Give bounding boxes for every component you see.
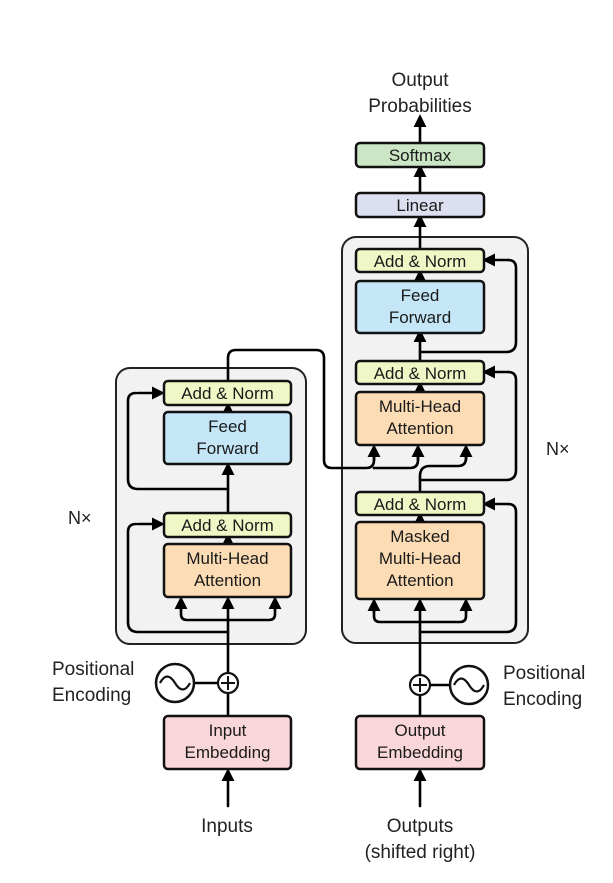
decoder-linear-label: Linear bbox=[396, 196, 444, 215]
encoder-add-norm-bottom: Add & Norm bbox=[162, 511, 293, 539]
decoder-linear: Linear bbox=[354, 191, 486, 219]
encoder-connections bbox=[126, 348, 425, 808]
decoder-positional-encoding: Positional Encoding bbox=[408, 663, 585, 710]
decoder-masked-line3: Attention bbox=[386, 571, 453, 590]
decoder-add-norm-mid: Add & Norm bbox=[354, 359, 486, 386]
encoder-positional-encoding: Positional Encoding bbox=[52, 659, 240, 706]
encoder-positional-line1: Positional bbox=[52, 659, 134, 680]
decoder-feed-forward-line1: Feed bbox=[401, 286, 440, 305]
decoder-add-norm-bottom-label: Add & Norm bbox=[374, 495, 467, 514]
decoder-input-line1: Outputs bbox=[387, 816, 454, 837]
decoder-multi-head-attention: Multi-Head Attention bbox=[354, 390, 486, 447]
decoder-connections bbox=[367, 114, 518, 808]
decoder-feed-forward: Feed Forward bbox=[354, 279, 486, 335]
decoder-embedding-line2: Embedding bbox=[377, 743, 463, 762]
decoder-softmax-label: Softmax bbox=[389, 146, 452, 165]
encoder-positional-line2: Encoding bbox=[52, 685, 131, 706]
decoder-positional-line1: Positional bbox=[503, 663, 585, 684]
output-probabilities-line1: Output bbox=[391, 70, 449, 91]
encoder-feed-forward: Feed Forward bbox=[162, 410, 293, 466]
decoder-masked-multi-head-attention: Masked Multi-Head Attention bbox=[354, 520, 486, 601]
encoder-add-norm-top: Add & Norm bbox=[162, 379, 293, 407]
decoder-repeat-label: N× bbox=[546, 439, 570, 459]
decoder-output-embedding: Output Embedding bbox=[354, 714, 486, 771]
decoder-masked-line2: Multi-Head bbox=[379, 549, 461, 568]
decoder-embedding-line1: Output bbox=[394, 721, 445, 740]
decoder-add-norm-top: Add & Norm bbox=[354, 247, 486, 274]
encoder-embedding-line2: Embedding bbox=[184, 743, 270, 762]
encoder-input-label: Inputs bbox=[201, 816, 253, 837]
decoder-mha-line1: Multi-Head bbox=[379, 397, 461, 416]
encoder-add-norm-bottom-label: Add & Norm bbox=[181, 516, 274, 535]
decoder-mha-line2: Attention bbox=[386, 419, 453, 438]
decoder-positional-line2: Encoding bbox=[503, 689, 582, 710]
decoder-input-line2: (shifted right) bbox=[365, 842, 476, 863]
encoder-feed-forward-line1: Feed bbox=[208, 417, 247, 436]
decoder-feed-forward-line2: Forward bbox=[389, 308, 451, 327]
output-probabilities-line2: Probabilities bbox=[368, 96, 472, 117]
decoder-add-norm-bottom: Add & Norm bbox=[354, 490, 486, 517]
encoder-repeat-label: N× bbox=[68, 508, 92, 528]
encoder-feed-forward-line2: Forward bbox=[196, 439, 258, 458]
decoder-add-norm-top-label: Add & Norm bbox=[374, 252, 467, 271]
encoder-mha-line2: Attention bbox=[194, 571, 261, 590]
encoder-stack bbox=[115, 367, 307, 645]
encoder-mha-line1: Multi-Head bbox=[186, 549, 268, 568]
encoder-embedding-line1: Input bbox=[209, 721, 247, 740]
decoder-masked-line1: Masked bbox=[390, 527, 450, 546]
decoder-softmax: Softmax bbox=[354, 141, 486, 169]
encoder-add-norm-top-label: Add & Norm bbox=[181, 384, 274, 403]
encoder-multi-head-attention: Multi-Head Attention bbox=[162, 542, 293, 599]
decoder-add-norm-mid-label: Add & Norm bbox=[374, 364, 467, 383]
encoder-input-embedding: Input Embedding bbox=[162, 714, 293, 771]
